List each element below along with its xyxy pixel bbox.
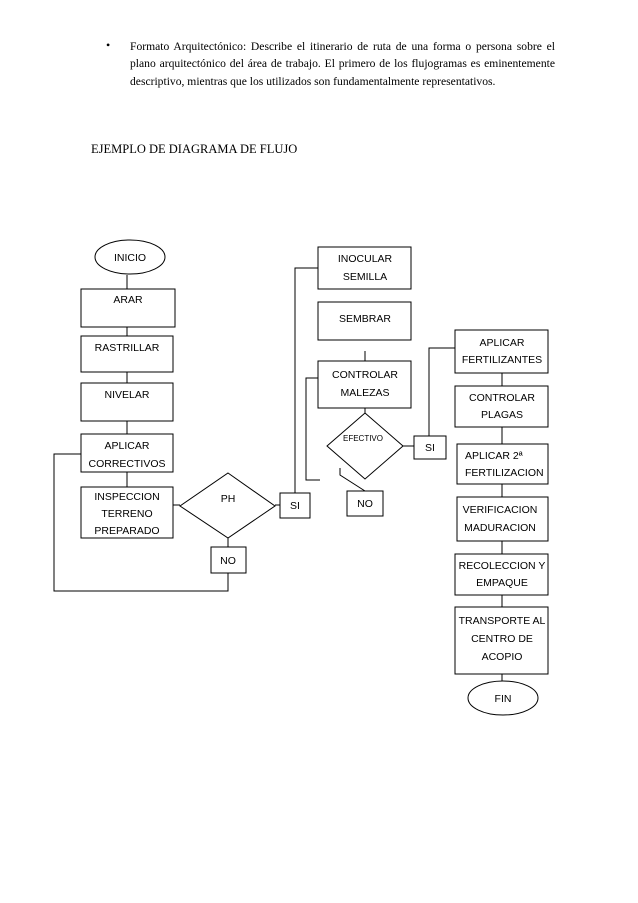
node-aplicar-correctivos-line2: CORRECTIVOS: [88, 458, 165, 470]
node-recoleccion-line1: RECOLECCION Y: [459, 560, 546, 572]
node-inicio: INICIO: [94, 239, 166, 275]
node-nivelar: NIVELAR: [80, 382, 174, 422]
node-efectivo-label: EFECTIVO: [343, 434, 383, 443]
node-controlar-malezas-line1: CONTROLAR: [332, 369, 398, 381]
node-ph-si-label: SI: [290, 500, 300, 512]
node-transporte: TRANSPORTE AL CENTRO DE ACOPIO: [454, 606, 549, 675]
node-efectivo-no-label: NO: [357, 498, 373, 510]
node-aplicar-correctivos-line1: APLICAR: [105, 440, 150, 452]
node-controlar-malezas-line2: MALEZAS: [340, 387, 389, 399]
node-sembrar: SEMBRAR: [317, 301, 412, 341]
connector-lines: [53, 267, 541, 681]
node-controlar-plagas-line1: CONTROLAR: [469, 392, 535, 404]
node-transporte-line1: TRANSPORTE AL: [459, 615, 546, 627]
node-ph-label: PH: [221, 493, 236, 505]
node-inspeccion-line1: INSPECCION: [94, 491, 159, 503]
node-aplicar-correctivos: APLICAR CORRECTIVOS: [80, 433, 174, 473]
node-efectivo-no: NO: [346, 490, 384, 517]
node-controlar-plagas-line2: PLAGAS: [481, 409, 523, 421]
node-aplicar-2a-line2: FERTILIZACION: [465, 467, 544, 479]
node-ph-si: SI: [279, 492, 311, 519]
node-inocular-line2: SEMILLA: [343, 271, 387, 283]
node-transporte-line2: CENTRO DE: [471, 633, 533, 645]
node-controlar-plagas: CONTROLAR PLAGAS: [454, 385, 549, 428]
node-aplicar-fertilizantes-line2: FERTILIZANTES: [462, 354, 542, 366]
node-arar: ARAR: [80, 288, 176, 328]
node-recoleccion: RECOLECCION Y EMPAQUE: [454, 553, 549, 596]
bullet-paragraph: Formato Arquitectónico: Describe el itin…: [130, 40, 555, 88]
node-controlar-malezas: CONTROLAR MALEZAS: [317, 360, 412, 409]
node-inspeccion: INSPECCION TERRENO PREPARADO: [80, 486, 174, 539]
node-fin: FIN: [467, 680, 539, 716]
node-inocular-line1: INOCULAR: [338, 253, 393, 265]
node-aplicar-2a-line1: APLICAR 2ª: [465, 450, 523, 462]
node-rastrillar-label: RASTRILLAR: [95, 342, 160, 354]
section-heading: EJEMPLO DE DIAGRAMA DE FLUJO: [91, 142, 298, 156]
node-fin-label: FIN: [495, 693, 512, 705]
node-recoleccion-line2: EMPAQUE: [476, 577, 528, 589]
node-aplicar-2a-fertilizacion: APLICAR 2ª FERTILIZACION: [456, 443, 549, 485]
node-ph-decision: PH: [179, 472, 276, 539]
node-aplicar-fertilizantes: APLICAR FERTILIZANTES: [454, 329, 549, 374]
node-efectivo-decision: EFECTIVO: [326, 412, 404, 480]
node-verificacion-line1: VERIFICACION: [463, 504, 538, 516]
node-aplicar-fertilizantes-line1: APLICAR: [480, 337, 525, 349]
node-sembrar-label: SEMBRAR: [339, 313, 391, 325]
node-ph-no: NO: [210, 546, 247, 574]
node-arar-label: ARAR: [113, 294, 143, 306]
bullet-icon: •: [106, 38, 111, 52]
node-inspeccion-line3: PREPARADO: [94, 525, 159, 537]
node-ph-no-label: NO: [220, 555, 236, 567]
node-rastrillar: RASTRILLAR: [80, 335, 174, 373]
node-verificacion-line2: MADURACION: [464, 522, 536, 534]
node-efectivo-si-label: SI: [425, 442, 435, 454]
node-efectivo-si: SI: [413, 435, 447, 460]
node-nivelar-label: NIVELAR: [105, 389, 150, 401]
node-verificacion: VERIFICACION MADURACION: [456, 496, 549, 542]
node-transporte-line3: ACOPIO: [482, 651, 523, 663]
node-inocular: INOCULAR SEMILLA: [317, 246, 412, 290]
node-inicio-label: INICIO: [114, 252, 146, 264]
node-inspeccion-line2: TERRENO: [101, 508, 152, 520]
